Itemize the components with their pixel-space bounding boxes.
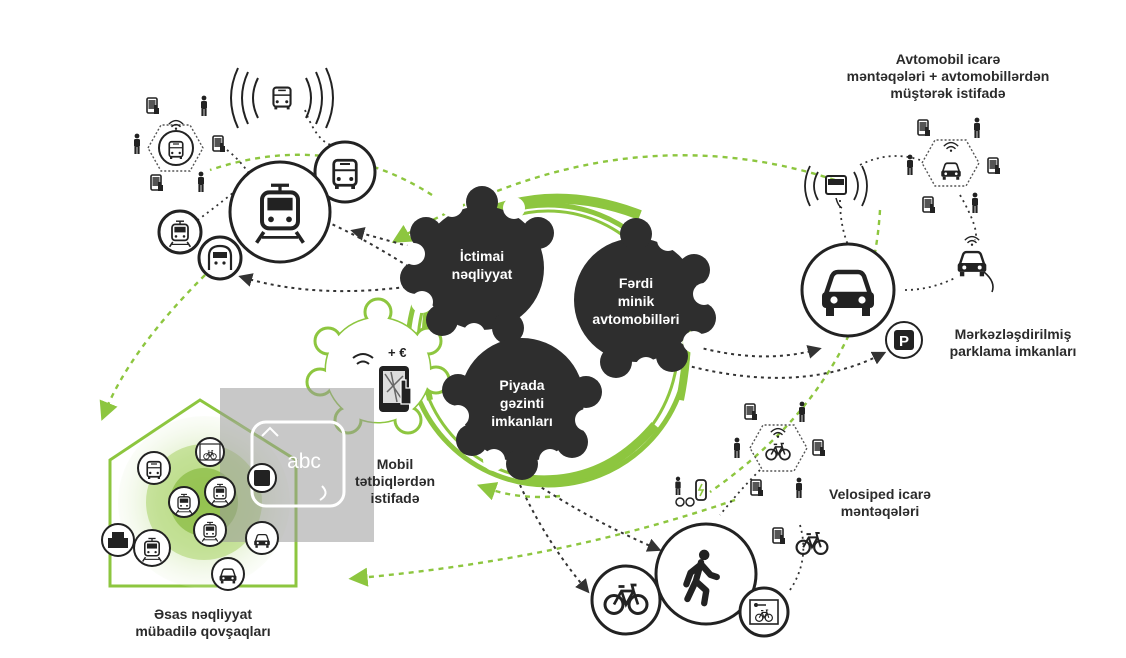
arrow-to-walk	[529, 479, 662, 552]
hexagon-frame	[749, 424, 808, 472]
label-line: Velosiped icarə	[829, 486, 931, 502]
bike-station-icon	[749, 599, 779, 625]
person-icon	[972, 192, 978, 213]
charging-car-icon	[956, 235, 994, 293]
bike-phone-icon	[772, 527, 829, 556]
label-line: məntəqələri	[840, 503, 920, 519]
gear-label-private-cars: Fərdi minik avtomobilləri	[576, 274, 696, 328]
label-line: parklama imkanları	[949, 343, 1077, 359]
person-icon	[198, 171, 204, 192]
label-parking: Mərkəzləşdirilmiş parklama imkanları	[928, 326, 1098, 360]
gear-label-line: avtomobilləri	[592, 311, 680, 327]
transport-hub-house	[101, 388, 374, 591]
gear-label-line: İctimai	[459, 248, 505, 264]
tram-circle	[228, 160, 332, 264]
ebike-charging-icon	[675, 476, 707, 507]
label-mobile-apps: Mobil tətbiqlərdən istifadə	[335, 456, 455, 507]
parking-icon	[254, 470, 270, 486]
gear-label-line: nəqliyyat	[451, 266, 513, 282]
abc-app-label: abc	[287, 450, 321, 473]
abc-app-tile	[250, 420, 346, 508]
label-bike-rental: Velosiped icarə məntəqələri	[810, 486, 950, 520]
smartphone-icon	[146, 97, 160, 115]
smartphone-icon	[212, 135, 226, 153]
green-arrow-top	[391, 154, 836, 243]
arrow-to-parking	[684, 351, 887, 379]
arrow-to-car	[689, 344, 822, 359]
metro-icon	[207, 244, 233, 270]
arrow-to-bike	[519, 484, 590, 594]
label-car-rental: Avtomobil icarə məntəqələri + avtomobill…	[828, 51, 1068, 102]
mobile-panel	[220, 388, 374, 542]
car-icon	[940, 162, 962, 181]
smartphone-icon	[750, 479, 764, 497]
rental-van-signal-icon	[804, 165, 868, 209]
label-line: məntəqələri + avtomobillərdən	[846, 68, 1050, 84]
person-icon	[974, 117, 980, 138]
gear-label-line: imkanları	[491, 413, 553, 429]
smartphone-icon	[922, 196, 936, 214]
gear-walking	[442, 338, 602, 480]
green-arrow-left-down	[99, 274, 206, 421]
smartphone-icon	[812, 439, 826, 457]
person-icon	[734, 437, 740, 458]
label-hubs: Əsas nəqliyyat mübadilə qovşaqları	[118, 606, 288, 640]
smartphone-icon	[744, 403, 758, 421]
label-line: Əsas nəqliyyat	[153, 606, 253, 622]
gear-private-cars	[574, 218, 716, 379]
green-arrow-bottom	[348, 498, 736, 587]
bike-station-icon	[199, 443, 221, 461]
person-icon	[796, 477, 802, 498]
arrow-to-tram-top	[350, 227, 431, 253]
wifi-icon	[770, 427, 786, 439]
label-line: Mobil	[376, 456, 414, 472]
public-transport-cluster	[134, 67, 377, 281]
bike-circle	[590, 564, 662, 636]
hexagon-frame	[147, 124, 204, 172]
gear-label-line: minik	[617, 293, 655, 309]
person-icon	[907, 154, 913, 175]
smartphone-icon	[987, 157, 1001, 175]
smartphone-icon	[150, 174, 164, 192]
gear-label-line: Piyada	[499, 377, 545, 393]
bus-signal-icon	[230, 67, 334, 129]
bike-rental-cluster	[590, 401, 829, 638]
gear-label-line: gəzinti	[499, 395, 545, 411]
parking-icon	[894, 330, 914, 350]
person-icon	[201, 95, 207, 116]
gear-label-line: Fərdi	[618, 275, 654, 291]
label-line: Avtomobil icarə	[895, 51, 1001, 67]
label-line: Mərkəzləşdirilmiş	[954, 326, 1072, 342]
gear-public-transport	[400, 186, 554, 345]
label-line: tətbiqlərdən	[354, 473, 436, 489]
plus-euro-label: + €	[388, 345, 406, 360]
wifi-icon	[943, 141, 959, 153]
car-circle	[800, 242, 896, 338]
label-line: mübadilə qovşaqları	[135, 623, 271, 639]
station-building-icon	[108, 532, 128, 548]
car-rental-cluster: P	[800, 117, 1001, 359]
mobile-payment-icon	[352, 353, 412, 412]
gear-label-public-transport: İctimai nəqliyyat	[432, 247, 532, 283]
smartphone-icon	[917, 119, 931, 137]
label-line: istifadə	[370, 490, 420, 506]
gear-label-walking: Piyada gəzinti imkanları	[472, 376, 572, 430]
label-line: müştərək istifadə	[890, 85, 1006, 101]
arrow-to-public-left	[238, 273, 421, 293]
parking-sign: P	[899, 333, 909, 350]
bus-circle	[313, 140, 377, 204]
hexagon-frame	[921, 139, 980, 187]
person-icon	[134, 133, 140, 154]
person-icon	[799, 401, 805, 422]
bicycle-icon	[765, 442, 791, 461]
